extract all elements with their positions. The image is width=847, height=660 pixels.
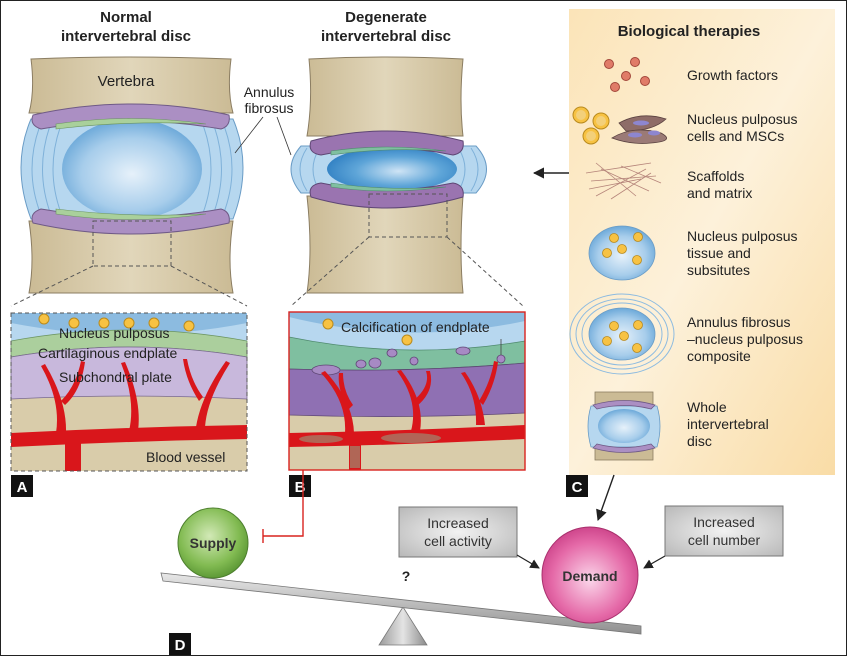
np-tissue-icon — [588, 225, 656, 281]
therapy-6-line1: Whole — [687, 399, 727, 415]
panel-a-title-line2: intervertebral disc — [61, 28, 191, 45]
panel-a-title-line1: Normal — [100, 9, 152, 26]
panel-b-title-line2: intervertebral disc — [321, 28, 451, 45]
panel-d-balance: Supply Demand ? Increased cell activity … — [160, 505, 784, 655]
therapy-4-line3: subsitutes — [687, 262, 750, 278]
lower-vertebra-degenerate — [306, 195, 464, 294]
therapies-title: Biological therapies — [618, 23, 761, 40]
inhibition-line — [263, 470, 304, 537]
therapy-5-line3: composite — [687, 348, 751, 364]
panel-b-title-line1: Degenerate — [345, 9, 427, 26]
panel-c-biological-therapies: Biological therapies — [566, 9, 835, 522]
vertebra-label: Vertebra — [98, 73, 155, 90]
activity-box-line1: Increased — [427, 515, 488, 531]
panel-a-inset: Nucleus pulposus Cartilaginous endplate … — [10, 312, 248, 472]
activity-box-line2: cell activity — [424, 533, 492, 549]
therapy-4-line1: Nucleus pulposus — [687, 228, 798, 244]
upper-vertebra-degenerate — [306, 56, 464, 137]
therapy-3-line2: and matrix — [687, 185, 752, 201]
increased-number-box — [664, 505, 784, 557]
supply-label: Supply — [190, 535, 237, 551]
therapy-3-line1: Scaffolds — [687, 168, 744, 184]
therapy-5-line1: Annulus fibrosus — [687, 314, 791, 330]
blood-vessels — [11, 359, 247, 471]
panel-b-degenerate-disc: Degenerate intervertebral disc — [262, 9, 569, 543]
balance-beam — [160, 572, 642, 635]
nucleus-pulposus — [62, 119, 202, 219]
supply-ball — [177, 507, 249, 579]
panel-a-letter: A — [17, 479, 28, 496]
subchondral-plate-label: Subchondral plate — [59, 369, 172, 385]
therapy-6-line2: intervertebral — [687, 416, 769, 432]
therapy-2-line2: cells and MSCs — [687, 128, 784, 144]
nucleus-pulposus-label: Nucleus pulposus — [59, 325, 170, 341]
cartilaginous-endplate-label: Cartilaginous endplate — [38, 345, 178, 361]
nucleus-degenerate — [327, 147, 457, 191]
cells-icon — [572, 106, 668, 145]
demand-label: Demand — [562, 568, 617, 584]
therapy-1-line1: Growth factors — [687, 67, 778, 83]
fulcrum — [378, 606, 428, 646]
blood-vessel-label: Blood vessel — [146, 449, 225, 465]
question-mark: ? — [402, 568, 411, 584]
therapy-2-line1: Nucleus pulposus — [687, 111, 798, 127]
panel-a-normal-disc: Normal intervertebral disc Vertebra — [10, 9, 248, 497]
panel-b-letter: B — [295, 479, 306, 496]
number-box-line1: Increased — [693, 514, 754, 530]
annulus-label-line1: Annulus — [244, 84, 295, 100]
therapy-6-line3: disc — [687, 433, 712, 449]
demand-ball — [541, 526, 639, 624]
increased-activity-box — [398, 506, 518, 558]
therapy-5-line2: –nucleus pulposus — [687, 331, 803, 347]
annulus-fibrosus-callout: Annulus fibrosus — [234, 84, 295, 156]
therapy-to-demand-arrow — [596, 474, 615, 522]
panel-c-letter: C — [572, 479, 583, 496]
lower-vertebra — [28, 220, 234, 294]
annulus-label-line2: fibrosus — [244, 100, 293, 116]
af-np-composite-icon — [569, 293, 675, 375]
upper-vertebra — [28, 56, 234, 114]
number-box-line2: cell number — [688, 532, 761, 548]
therapy-4-line2: tissue and — [687, 245, 751, 261]
panel-b-inset: Calcification of endplate — [288, 311, 526, 471]
whole-disc-icon — [587, 391, 661, 461]
calcification-label: Calcification of endplate — [341, 319, 490, 335]
growth-factors-icon — [604, 57, 650, 92]
panel-d-letter: D — [175, 637, 186, 654]
scaffold-icon — [585, 162, 662, 200]
